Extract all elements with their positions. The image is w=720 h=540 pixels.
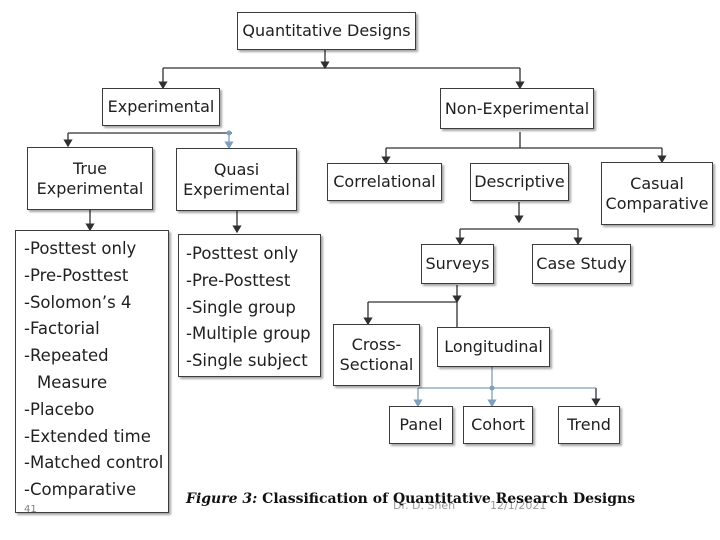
figure-caption: Figure 3: Classification of Quantitative… [186, 491, 635, 507]
node-true-experimental: True Experimental [27, 147, 153, 210]
node-case-study: Case Study [532, 244, 631, 284]
list-item: -Single subject [186, 351, 308, 371]
list-item: -Placebo [24, 399, 95, 419]
list-item: -Solomon’s 4 [24, 292, 132, 312]
node-trend: Trend [558, 406, 620, 444]
list-item: -Multiple group [186, 324, 311, 344]
figure-label: Figure 3: [186, 491, 258, 507]
list-item: Measure [37, 372, 108, 392]
caption-text: Classification of Quantitative Research … [257, 491, 636, 507]
page-number: 41 [24, 504, 37, 515]
node-cohort: Cohort [463, 406, 533, 444]
quasi-experimental-list: -Posttest only -Pre-Posttest -Single gro… [178, 234, 321, 377]
list-item: -Comparative [24, 480, 137, 500]
list-item: -Pre-Posttest [186, 270, 291, 290]
node-quasi-experimental: Quasi Experimental [176, 148, 297, 211]
list-item: -Repeated [24, 346, 109, 366]
node-panel: Panel [389, 406, 453, 444]
list-item: -Extended time [24, 426, 151, 446]
node-longitudinal: Longitudinal [437, 327, 550, 367]
node-descriptive: Descriptive [470, 163, 569, 201]
list-item: -Pre-Posttest [24, 265, 129, 285]
list-item: -Posttest only [24, 239, 137, 258]
true-experimental-list: -Posttest only -Pre-Posttest -Solomon’s … [15, 230, 169, 513]
list-item: -Matched control [24, 453, 164, 473]
node-experimental: Experimental [102, 88, 220, 126]
node-quantitative-designs: Quantitative Designs [237, 12, 416, 50]
list-item: -Factorial [24, 319, 100, 339]
node-correlational: Correlational [327, 163, 442, 201]
node-non-experimental: Non-Experimental [440, 88, 594, 129]
list-item: -Posttest only [186, 244, 299, 263]
node-casual-comparative: Casual Comparative [601, 162, 713, 225]
footer-date: 12/1/2021 [490, 499, 547, 512]
node-surveys: Surveys [421, 244, 494, 284]
list-item: -Single group [186, 297, 296, 317]
node-cross-sectional: Cross- Sectional [333, 324, 420, 386]
footer-author: Dr. D. Shen [393, 499, 456, 512]
